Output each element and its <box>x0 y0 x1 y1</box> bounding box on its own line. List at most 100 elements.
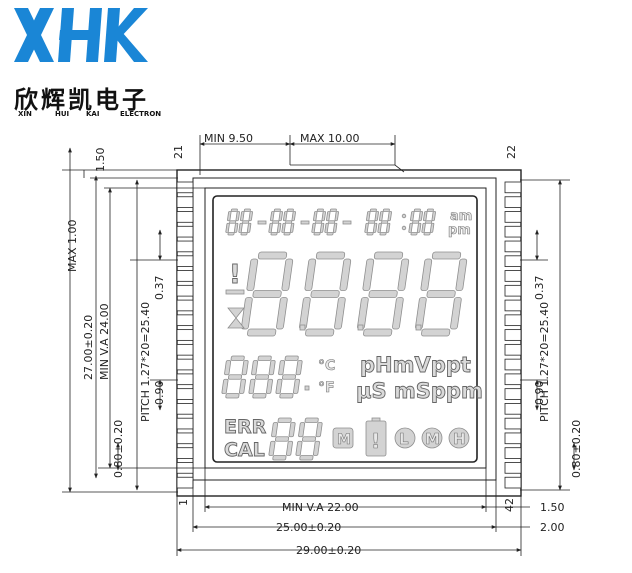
pin-left <box>176 417 194 430</box>
temp-digit <box>221 355 249 399</box>
date-digit <box>238 208 253 236</box>
pin-right <box>504 417 522 430</box>
temp-digit <box>275 355 303 399</box>
pin-right <box>504 462 522 474</box>
circle-m-icon: M <box>421 427 443 449</box>
company-name-chinese: 欣辉凯电子 <box>14 86 149 114</box>
pin-left <box>176 314 194 327</box>
dim-left-27-00: 27.00±0.20 <box>82 315 95 380</box>
dim-left-min-va: MIN V.A 24.00 <box>98 303 111 380</box>
dim-left-0-37: 0.37 <box>153 276 166 301</box>
dim-bottom-25-00: 25.00±0.20 <box>276 521 341 534</box>
pin-left <box>176 196 194 208</box>
dim-left-0-90: 0.90 <box>153 381 166 406</box>
pin-right <box>504 447 522 459</box>
pin-number-21: 21 <box>172 145 185 159</box>
dim-right-pitch: PITCH 1.27*20=25.40 <box>538 302 551 422</box>
pin-left <box>176 211 194 223</box>
pin-right <box>504 240 522 253</box>
pin-left <box>176 284 194 297</box>
pin-number-1: 1 <box>177 499 190 506</box>
dim-min-9-50: MIN 9.50 <box>204 132 253 145</box>
svg-text:H: H <box>453 430 466 448</box>
pin-row-right <box>504 181 522 489</box>
pin-right <box>504 476 522 489</box>
company-logo: 欣辉凯电子 XIN HUI KAI ELECTRON <box>0 0 190 125</box>
date-digit <box>324 208 339 236</box>
svg-text:!: ! <box>371 429 380 453</box>
dim-max-10-00: MAX 10.00 <box>300 132 360 145</box>
pin-left <box>176 225 194 238</box>
circle-l-icon: L <box>394 427 416 449</box>
dim-bottom-2-00: 2.00 <box>540 521 565 534</box>
err-indicator: ERR <box>224 416 267 438</box>
pin-right <box>504 432 522 445</box>
status-digit <box>295 417 323 461</box>
cal-indicator: CAL <box>224 439 265 461</box>
pin-right <box>504 225 522 238</box>
date-digit <box>225 208 240 236</box>
minus-sign <box>225 289 245 295</box>
dim-left-1-50: 1.50 <box>94 148 107 173</box>
pin-right <box>504 255 522 267</box>
date-digit <box>281 208 296 236</box>
celsius-unit: °C <box>318 358 335 374</box>
company-name-xin: XIN <box>18 110 32 118</box>
main-digit <box>357 251 410 337</box>
main-digit <box>241 251 294 337</box>
time-digit <box>408 208 423 236</box>
svg-text:M: M <box>425 430 440 448</box>
pin-left <box>176 181 194 194</box>
svg-text:L: L <box>399 430 409 448</box>
hourglass-icon <box>227 307 245 329</box>
pin-right <box>504 211 522 223</box>
pin-right <box>504 181 522 194</box>
lcd-segment-digits <box>221 208 468 461</box>
main-digit <box>299 251 352 337</box>
pin-left <box>176 343 194 356</box>
decimal-points <box>299 324 422 331</box>
pin-left <box>176 240 194 253</box>
pin-left <box>176 270 194 282</box>
pin-left <box>176 388 194 400</box>
am-indicator: am <box>450 209 472 224</box>
dim-bottom-1-50: 1.50 <box>540 501 565 514</box>
company-name-kai: KAI <box>86 110 100 118</box>
temp-decimal-point <box>304 385 310 391</box>
memory-icon: M <box>332 427 354 449</box>
main-digit <box>415 251 468 337</box>
units-bottom-row: µS mSppm <box>356 379 483 403</box>
dim-left-0-80: 0.80±0.20 <box>112 420 125 478</box>
pin-left <box>176 329 194 341</box>
battery-alert-icon: ! <box>365 417 387 457</box>
pin-left <box>176 403 194 415</box>
pin-right <box>504 299 522 312</box>
top-dimensions <box>199 135 405 175</box>
time-digit <box>377 208 392 236</box>
temp-digit <box>248 355 276 399</box>
pin-left <box>176 373 194 386</box>
pin-right <box>504 403 522 415</box>
xhk-logo-mark <box>14 8 148 62</box>
company-name-electron: ELECTRON <box>120 110 162 118</box>
alert-icon: ! <box>229 260 241 290</box>
units-top-row: pHmVppt <box>360 353 471 377</box>
date-digit <box>311 208 326 236</box>
pin-left <box>176 432 194 445</box>
dim-right-0-90: 0.90 <box>533 381 546 406</box>
left-dimensions <box>62 147 206 493</box>
time-digit <box>421 208 436 236</box>
right-dimensions <box>520 179 576 491</box>
bottom-dimensions <box>176 468 530 556</box>
pin-right <box>504 196 522 208</box>
pin-right <box>504 314 522 327</box>
pin-number-42: 42 <box>503 498 516 512</box>
pin-row-left <box>176 181 194 489</box>
pin-right <box>504 329 522 341</box>
time-digit <box>364 208 379 236</box>
pin-left <box>176 476 194 489</box>
pin-left <box>176 255 194 267</box>
pin-left <box>176 447 194 459</box>
pin-right <box>504 284 522 297</box>
